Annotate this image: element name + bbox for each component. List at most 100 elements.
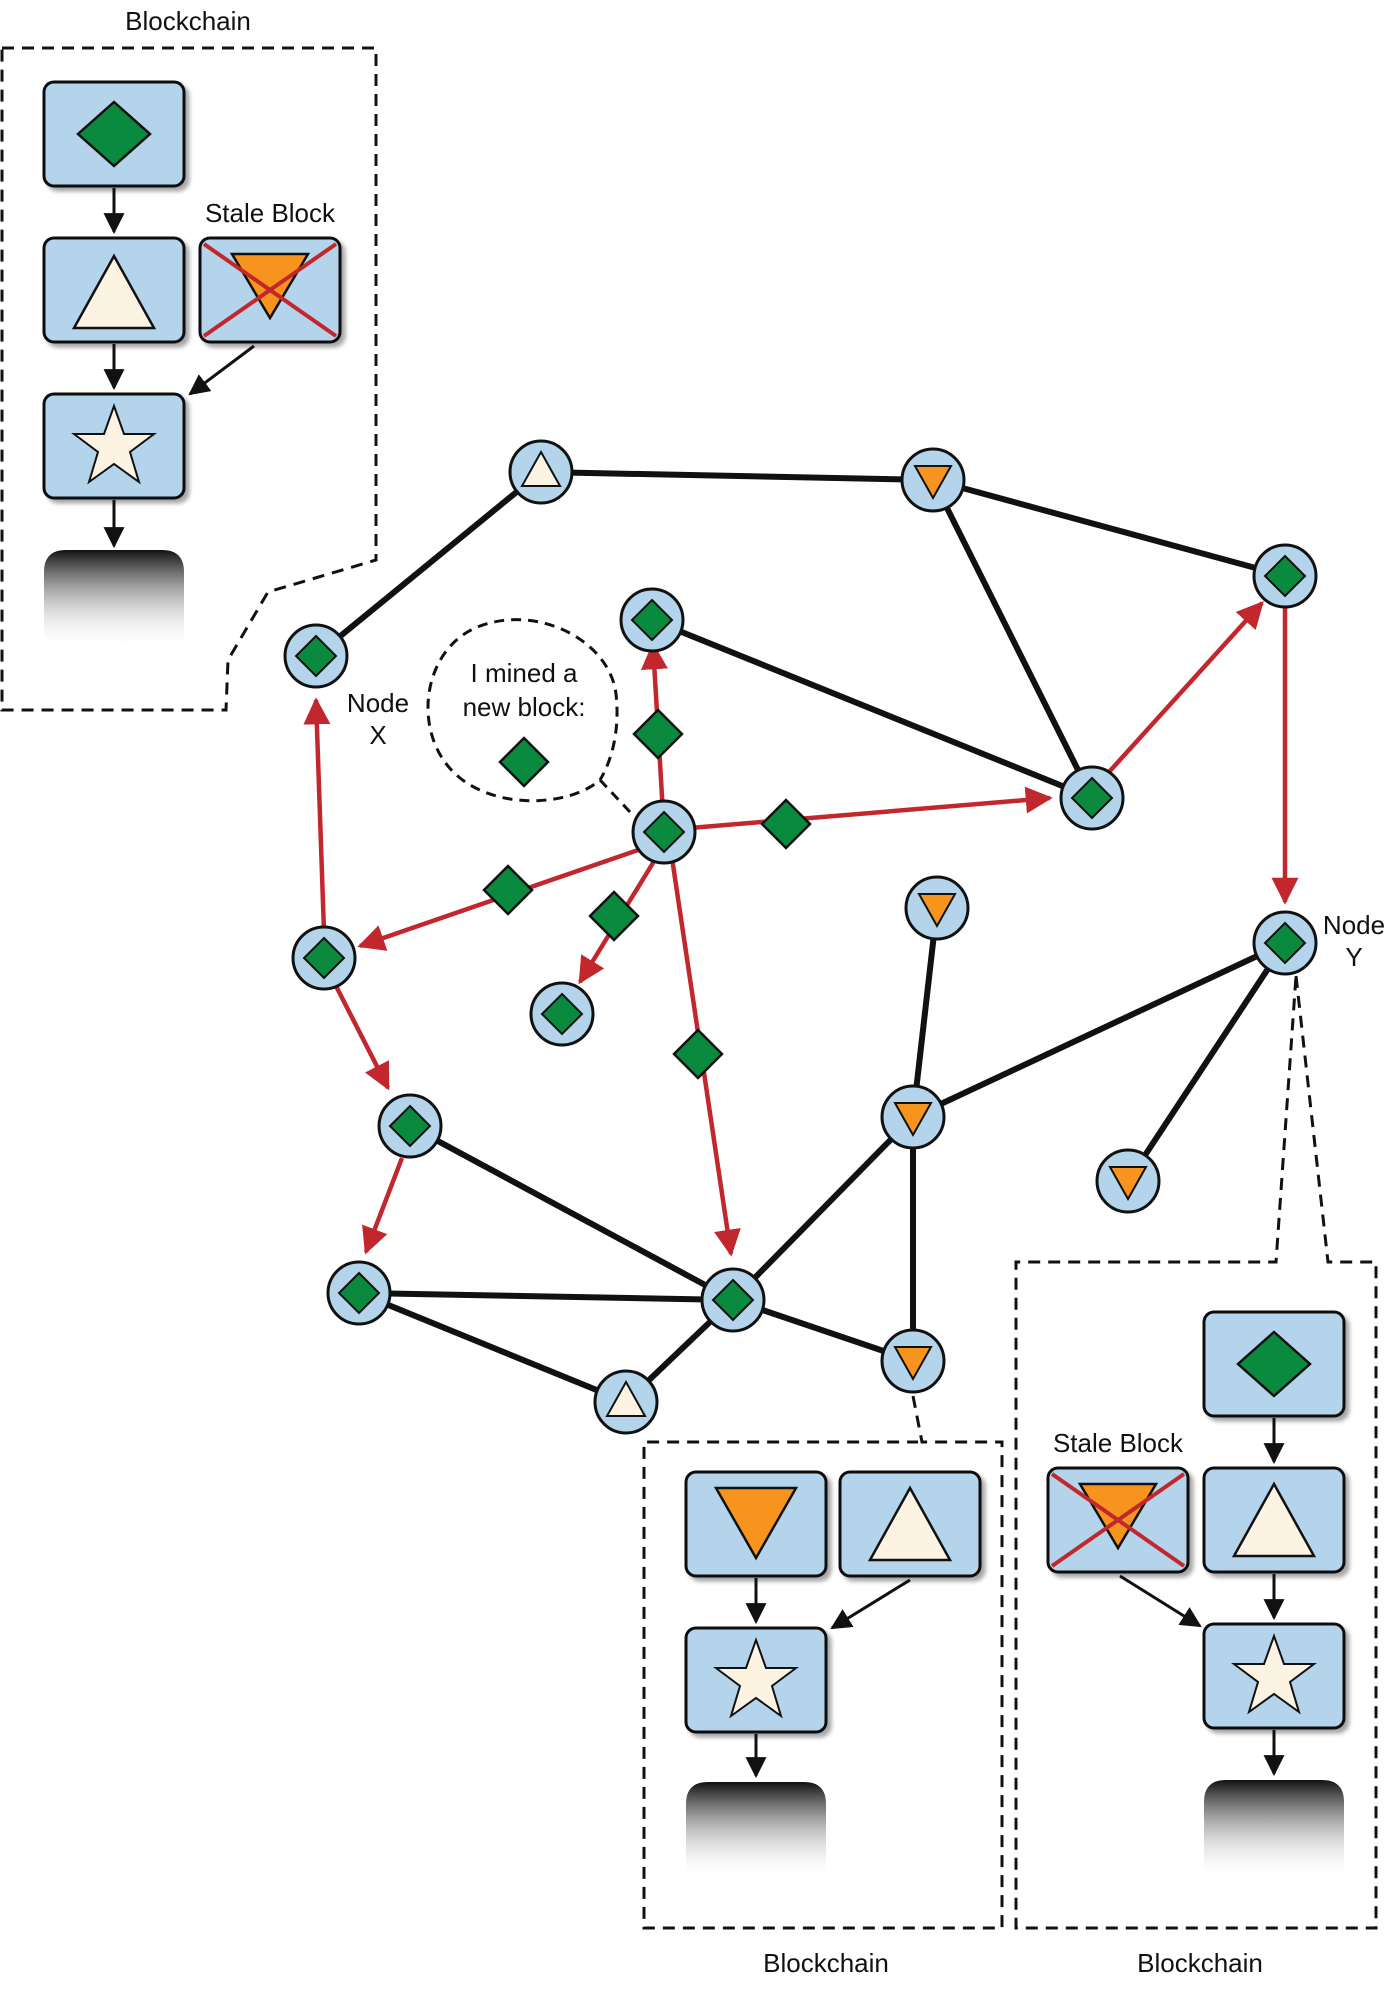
link: [910, 940, 1288, 1120]
node-origin-miner: [631, 799, 697, 865]
link: [356, 1290, 629, 1405]
node: [880, 1084, 946, 1150]
propagation-arrow: [333, 984, 391, 1091]
node: [904, 875, 970, 941]
node: [291, 925, 357, 991]
cream-triangle-icon: [867, 1485, 953, 1562]
green-diamond-icon: [642, 810, 686, 854]
cream-star-icon: [71, 403, 157, 485]
link: [930, 477, 1288, 579]
green-diamond-icon: [1263, 921, 1307, 965]
cross-out-line: [202, 242, 338, 338]
dashed-container: [642, 1395, 1004, 1930]
green-diamond-icon: [76, 100, 152, 168]
node-x: [283, 623, 349, 689]
cream-triangle-icon: [71, 253, 157, 330]
node: [326, 1260, 392, 1326]
node: [700, 1267, 766, 1333]
mined-block-bubble: I mined a new block:: [426, 618, 632, 814]
node: [880, 1328, 946, 1394]
link: [1125, 940, 1288, 1184]
green-diamond-icon: [588, 890, 640, 942]
green-diamond-icon: [388, 1104, 432, 1148]
dashed-container: [1014, 975, 1378, 1930]
node-y-label: Node: [1323, 910, 1385, 940]
green-diamond-icon: [498, 736, 550, 788]
orange-triangle-icon: [893, 1346, 933, 1382]
node: [1252, 543, 1318, 609]
cream-triangle-icon: [1231, 1481, 1317, 1558]
chain-continuation-fade: [1204, 1780, 1344, 1880]
network-nodes: [283, 439, 1318, 1435]
blockchain-label: Blockchain: [125, 6, 251, 36]
chain-continuation-fade: [686, 1782, 826, 1880]
propagation-arrow: [1107, 600, 1264, 774]
green-diamond-icon: [540, 992, 584, 1036]
blockchain-bottom-middle: Blockchain: [642, 1395, 1004, 1978]
green-diamond-icon: [760, 798, 812, 850]
green-diamond-icon: [1236, 1330, 1312, 1398]
propagation-arrow: [362, 1157, 405, 1255]
stale-arrow: [1119, 1574, 1202, 1628]
blockchain-label: Blockchain: [1137, 1948, 1263, 1978]
orange-triangle-icon: [893, 1102, 933, 1138]
green-diamond-icon: [1263, 554, 1307, 598]
node-y-label: Y: [1345, 942, 1362, 972]
green-diamond-icon: [482, 864, 534, 916]
cream-star-icon: [713, 1637, 799, 1719]
blockchain-label: Blockchain: [763, 1948, 889, 1978]
node-y: [1252, 910, 1318, 976]
blockchain-top-left: Blockchain Stale Block: [0, 6, 378, 712]
propagation-arrow: [303, 697, 331, 933]
link: [356, 1290, 736, 1303]
green-diamond-icon: [711, 1278, 755, 1322]
propagating-blocks: [482, 708, 812, 1080]
node: [619, 587, 685, 653]
chain-continuation-fade: [44, 550, 184, 650]
link: [730, 1114, 916, 1303]
link: [910, 905, 940, 1120]
link: [407, 1123, 736, 1303]
stale-block-label: Stale Block: [205, 198, 336, 228]
link: [313, 469, 544, 659]
node: [1059, 765, 1125, 831]
orange-triangle-icon: [1108, 1166, 1148, 1202]
blockchain-bottom-right: Stale Block Blockchain: [1014, 975, 1378, 1978]
cream-triangle-icon: [520, 449, 562, 487]
orange-triangle-icon: [229, 252, 311, 321]
green-diamond-icon: [302, 936, 346, 980]
cream-star-icon: [1231, 1633, 1317, 1715]
stale-block-label: Stale Block: [1053, 1428, 1184, 1458]
node: [508, 439, 574, 505]
green-diamond-icon: [1070, 776, 1114, 820]
link: [538, 469, 936, 483]
bubble-text: new block:: [463, 692, 586, 722]
cream-triangle-icon: [605, 1379, 647, 1417]
node-x-label: Node: [347, 688, 409, 718]
network-links: [313, 469, 1288, 1405]
green-diamond-icon: [630, 598, 674, 642]
chain-arrow: [830, 1578, 911, 1630]
node: [529, 981, 595, 1047]
node: [900, 447, 966, 513]
propagation-arrow: [689, 786, 1053, 831]
orange-triangle-icon: [913, 465, 953, 501]
green-diamond-icon: [672, 1028, 724, 1080]
cross-out-line: [1050, 1472, 1186, 1568]
orange-triangle-icon: [917, 893, 957, 929]
node-x-label: X: [369, 720, 386, 750]
bubble-text: I mined a: [471, 658, 578, 688]
green-diamond-icon: [337, 1271, 381, 1315]
orange-triangle-icon: [1077, 1482, 1159, 1551]
green-diamond-icon: [632, 708, 684, 760]
stale-arrow: [188, 344, 255, 396]
link: [649, 617, 1095, 801]
green-diamond-icon: [294, 634, 338, 678]
orange-triangle-icon: [713, 1486, 799, 1561]
node: [1095, 1148, 1161, 1214]
node: [377, 1093, 443, 1159]
node: [593, 1369, 659, 1435]
link: [930, 477, 1095, 801]
